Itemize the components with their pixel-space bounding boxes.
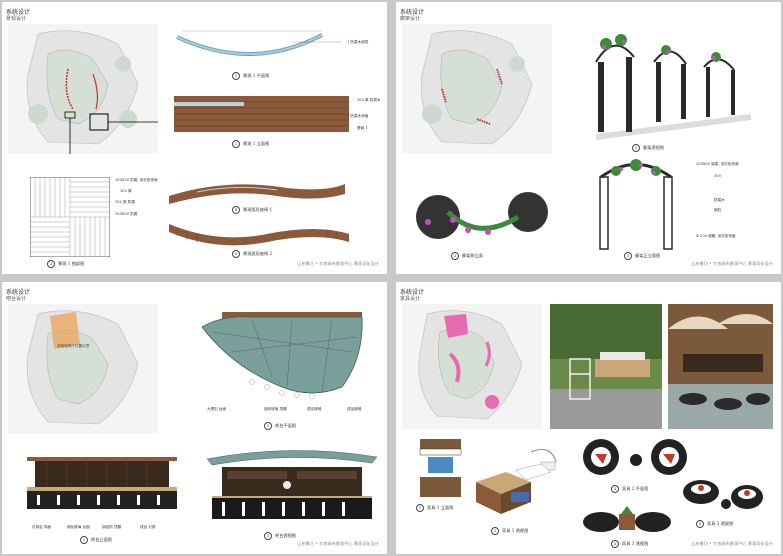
furniture-photo-umbrella: [668, 304, 773, 429]
note: 防腐木: [714, 198, 725, 202]
note: 成品 灯具: [140, 525, 156, 529]
panel-title: 系统设计: [6, 9, 31, 16]
pergola-perspective: [595, 34, 752, 140]
furniture-1-elevation: [419, 439, 462, 497]
site-plan-map: [8, 24, 158, 154]
note: 1 防腐木饰面: [347, 114, 369, 118]
note: 钢化玻璃 台面: [67, 525, 90, 529]
furniture-photo-garden: [550, 304, 662, 429]
site-plan-map: [402, 304, 542, 429]
bench-elevation-drawing: [174, 96, 349, 132]
note: 大理石 台面: [207, 407, 227, 411]
bar-elevation-drawing: [27, 457, 177, 509]
furniture-2-plan: [583, 439, 687, 475]
panel-title: 系统设计: [6, 289, 31, 296]
bench-plan-drawing: [176, 30, 342, 56]
panel-bar-design: 系统设计 吧台设计 游客咖啡厅位置示意 大理石 台面 钢化玻璃 顶棚 弧形座椅 …: [2, 282, 387, 554]
bar-plan-drawing: [201, 312, 363, 399]
furniture-1-perspective: [476, 449, 557, 514]
panel-subtitle: 景观设计: [6, 16, 27, 22]
curved-bench-1: [169, 184, 345, 204]
paving-detail-drawing: [30, 177, 110, 257]
pergola-side-elevation: [416, 192, 548, 239]
panel-subtitle: 廊架设计: [400, 16, 421, 22]
note: 100 厚: [120, 189, 132, 193]
panel-title: 系统设计: [400, 9, 425, 16]
note: 150 宽 防腐: [115, 200, 135, 204]
note: Φ 200 钢管, 深灰色饰面: [696, 234, 736, 238]
note: 钢柱: [714, 208, 722, 212]
note: 成品座椅: [347, 407, 362, 411]
footer: 山东鲁巧 • 大统城市景观中心 景观深化设计: [691, 261, 773, 266]
bar-perspective: [207, 450, 377, 519]
map-label: 游客咖啡厅位置示意: [57, 344, 90, 348]
note: 100X30 防腐: [115, 212, 138, 216]
curved-bench-2: [169, 224, 349, 246]
note: 弧形座椅: [307, 407, 322, 411]
note: 100 厚 防腐木: [357, 98, 381, 102]
note: 花岗岩 饰面: [32, 525, 52, 529]
footer: 山东鲁巧 • 大统城市景观中心 景观深化设计: [297, 541, 379, 546]
furniture-2-perspective: [683, 480, 763, 509]
furniture-3-perspective: [583, 506, 671, 532]
panel-title: 系统设计: [400, 289, 425, 296]
note: 1 防腐木座凳: [347, 40, 369, 44]
note: 钢化玻璃 顶棚: [264, 407, 287, 411]
note: 基础 1: [357, 126, 368, 130]
note: 500: [714, 174, 721, 178]
panel-subtitle: 家具设计: [400, 296, 421, 302]
footer: 山东鲁巧 • 大统城市景观中心 景观深化设计: [691, 541, 773, 546]
site-plan-map: [8, 304, 158, 434]
site-plan-map: [402, 24, 552, 154]
note: 钢结构 顶棚: [102, 525, 122, 529]
note: 200X80 钢梁, 深灰色饰面: [696, 162, 739, 166]
note: 100X30 防腐, 深灰色饰面: [115, 178, 158, 182]
pergola-front-elevation: [599, 159, 673, 250]
footer: 山东鲁巧 • 大统城市景观中心 景观深化设计: [297, 261, 379, 266]
panel-subtitle: 吧台设计: [6, 296, 27, 302]
